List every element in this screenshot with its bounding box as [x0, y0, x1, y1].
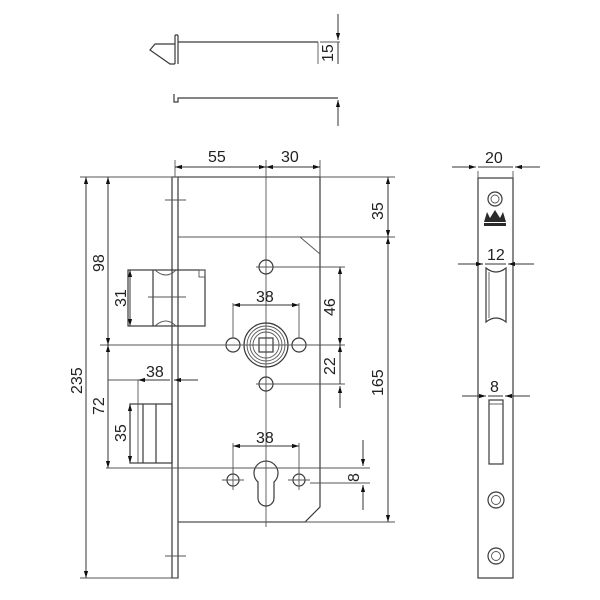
top-view-body-profile	[173, 94, 338, 103]
dim-latch-height: 31	[113, 270, 133, 326]
dim-label-38-cylinder: 38	[256, 430, 274, 447]
dim-label-235: 235	[69, 367, 86, 394]
side-deadbolt: 8	[462, 379, 530, 465]
dim-label-12: 12	[487, 247, 505, 264]
logo-screw	[487, 191, 503, 207]
dim-label-72: 72	[91, 397, 108, 415]
front-view: 55 30 35 165 46 22 8 38	[69, 149, 395, 579]
latch-bolt	[127, 269, 206, 327]
side-view: 20 12 8	[452, 150, 540, 579]
dim-label-165: 165	[370, 369, 387, 396]
spindle-follower	[100, 322, 345, 368]
top-view: 15	[149, 14, 341, 126]
dim-label-38-follower: 38	[256, 289, 274, 306]
screw-hole-bottom	[256, 376, 345, 392]
dim-cylinder-holes: 38	[232, 430, 300, 474]
dim-label-35-deadbolt: 35	[113, 424, 130, 442]
dim-label-8-side: 8	[490, 379, 499, 396]
top-view-latch-profile	[149, 34, 319, 65]
dim-label-55: 55	[208, 149, 226, 166]
dim-spindle-to-bolt: 72	[91, 345, 111, 468]
screw-hole-top	[256, 259, 345, 275]
dim-faceplate-width: 20	[452, 150, 540, 170]
dim-label-22: 22	[322, 357, 339, 375]
dim-overall-height: 235	[69, 177, 89, 578]
dim-label-30: 30	[281, 149, 299, 166]
dim-cylinder-offset: 8	[346, 440, 366, 510]
dim-top-to-spindle: 98	[91, 177, 111, 345]
crown-icon	[484, 210, 506, 226]
dim-deadbolt-projection: 38	[108, 364, 198, 463]
side-screw-1	[487, 491, 505, 509]
dim-label-15: 15	[320, 44, 337, 62]
dim-backset: 55 30	[175, 149, 320, 170]
dim-top-thickness: 15	[320, 14, 341, 126]
dim-deadbolt-height: 35	[113, 404, 133, 463]
dim-label-31: 31	[113, 289, 130, 307]
side-latch: 12	[458, 247, 534, 324]
dim-label-98: 98	[91, 254, 108, 272]
dim-label-20: 20	[485, 150, 503, 167]
dead-bolt	[129, 403, 173, 464]
dim-right-inner: 46 22	[322, 267, 343, 408]
lock-body	[178, 176, 395, 523]
dim-label-46: 46	[322, 298, 339, 316]
side-screw-2	[487, 547, 505, 565]
dim-right-outer: 35 165	[370, 177, 391, 522]
dim-label-38-deadbolt: 38	[146, 364, 164, 381]
dim-label-35-top: 35	[370, 202, 387, 220]
cylinder-cutout	[106, 460, 370, 507]
dim-label-8: 8	[346, 473, 363, 482]
dim-follower-holes: 38	[232, 289, 300, 338]
